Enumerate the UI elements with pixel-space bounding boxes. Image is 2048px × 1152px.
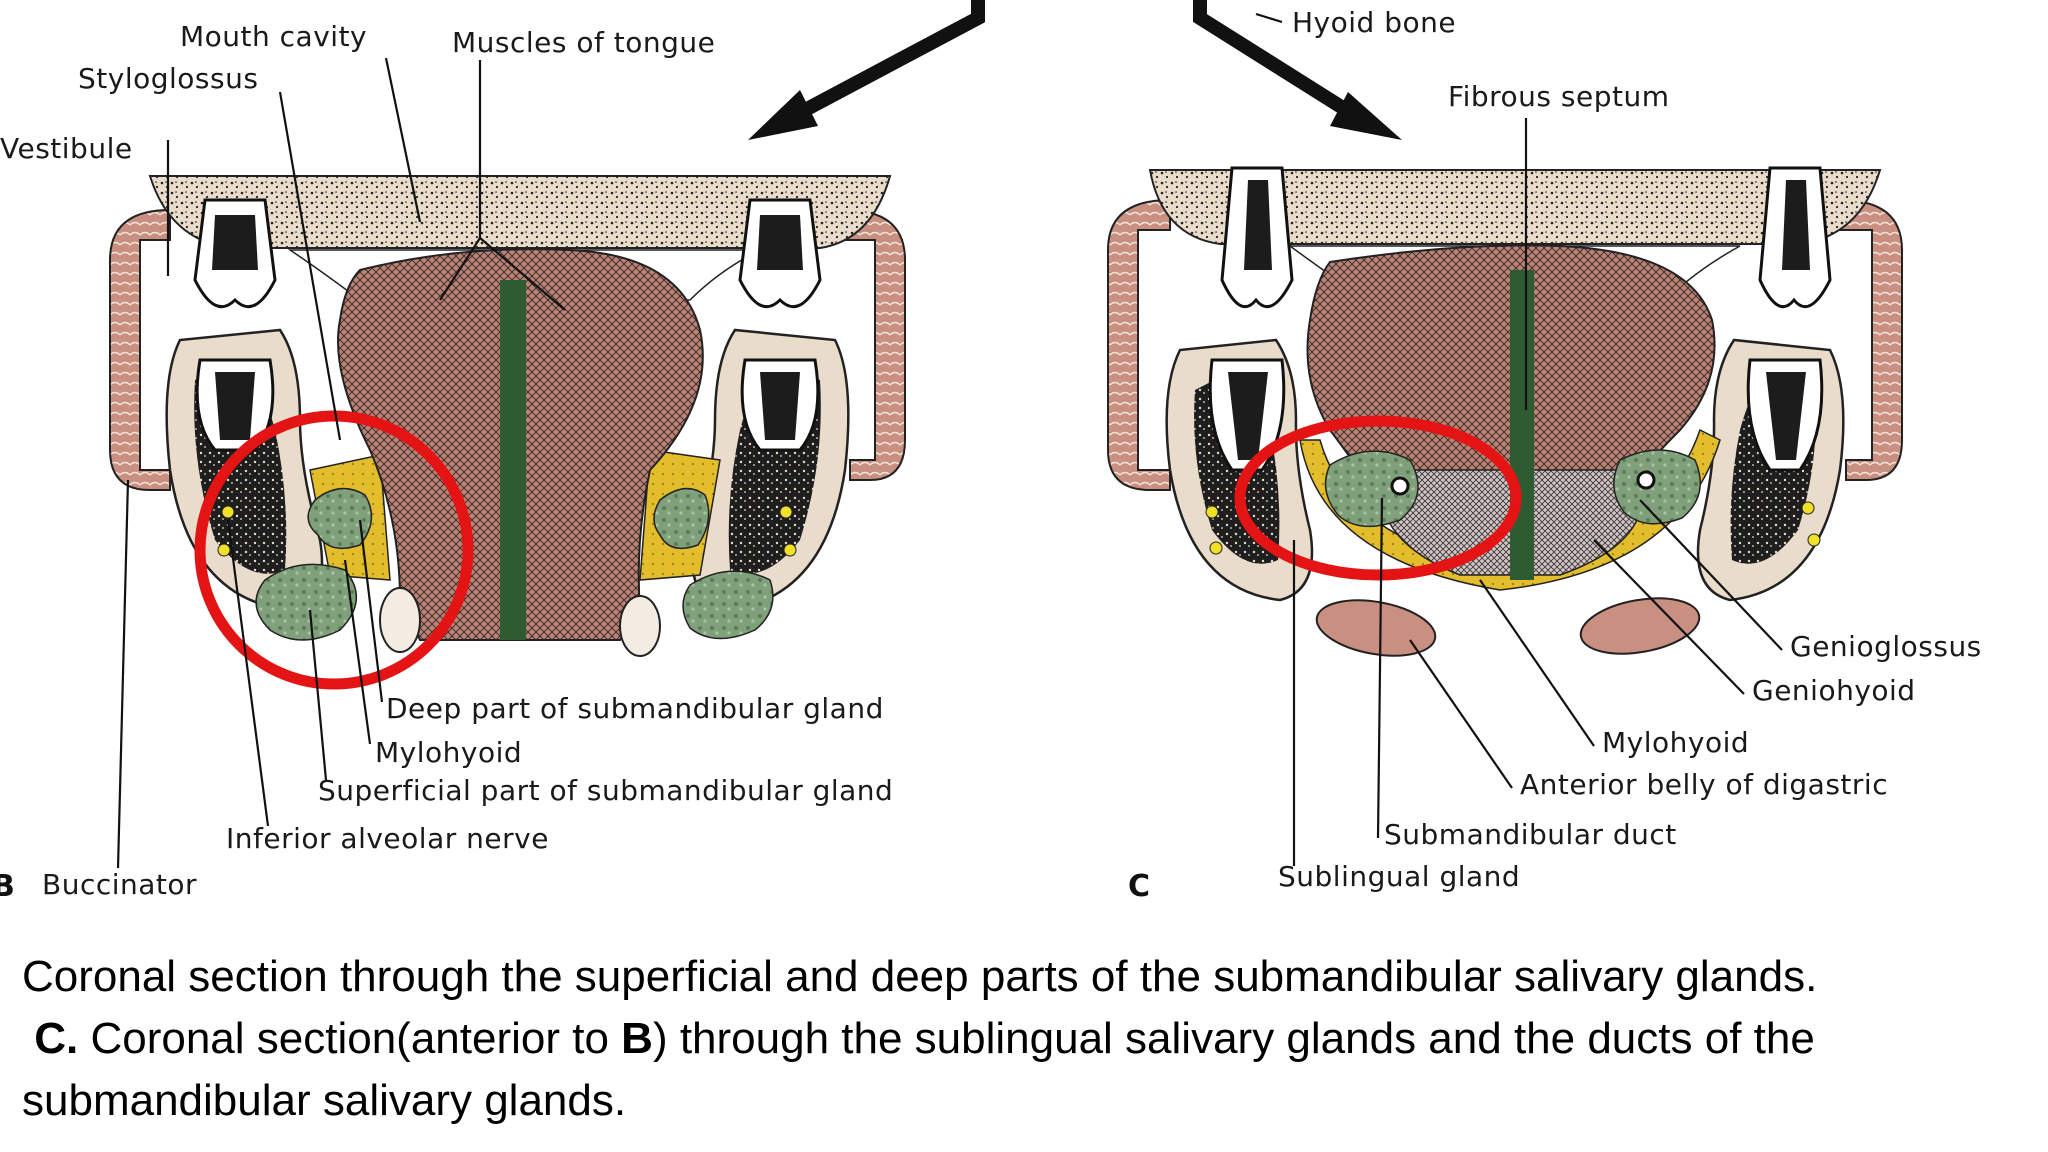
cheek-left xyxy=(109,208,171,491)
teeth-b xyxy=(193,198,822,452)
label-muscles-of-tongue: Muscles of tongue xyxy=(452,26,715,59)
label-vestibule: Vestibule xyxy=(0,132,133,165)
digastric-right xyxy=(1579,597,1701,655)
label-mylohyoid-b: Mylohyoid xyxy=(375,736,522,769)
label-hyoid-bone: Hyoid bone xyxy=(1292,6,1456,39)
cheek-right-c xyxy=(1839,198,1903,481)
caption-line-1: Coronal section through the superficial … xyxy=(22,952,1818,1001)
panel-b-illustration xyxy=(109,0,985,690)
anatomy-diagram: Mouth cavity Muscles of tongue Styloglos… xyxy=(0,0,1982,904)
label-geniohyoid: Geniohyoid xyxy=(1752,674,1916,707)
caption-line-2: C. Coronal section(anterior to B) throug… xyxy=(22,1008,2022,1070)
label-inferior-alveolar-nerve: Inferior alveolar nerve xyxy=(226,822,549,855)
label-mylohyoid-c: Mylohyoid xyxy=(1602,726,1749,759)
teeth-c xyxy=(1208,166,1832,472)
label-deep-part: Deep part of submandibular gland xyxy=(386,692,884,725)
label-superficial-part: Superficial part of submandibular gland xyxy=(318,774,893,807)
label-mouth-cavity: Mouth cavity xyxy=(180,20,367,53)
superficial-gland-right xyxy=(682,570,774,640)
label-anterior-belly: Anterior belly of digastric xyxy=(1520,768,1888,801)
label-sublingual-gland: Sublingual gland xyxy=(1278,860,1520,893)
label-fibrous-septum: Fibrous septum xyxy=(1448,80,1669,113)
panel-c-arrow xyxy=(1193,0,1402,140)
superficial-gland-left xyxy=(255,563,358,641)
figure-caption: Coronal section through the superficial … xyxy=(22,946,2022,1132)
label-genioglossus: Genioglossus xyxy=(1790,630,1982,663)
panel-letter-b: B xyxy=(0,869,15,904)
panel-b-arrow xyxy=(748,0,985,140)
panel-letter-c: C xyxy=(1128,869,1150,904)
label-submandibular-duct: Submandibular duct xyxy=(1384,818,1677,851)
sublingual-gland-right xyxy=(1613,449,1701,525)
caption-line-2-b: ) through the sublingual salivary glands… xyxy=(652,1014,1815,1063)
submandibular-duct-left xyxy=(1390,476,1410,496)
deep-gland-right xyxy=(653,487,710,550)
highlight-ellipse-c xyxy=(1234,415,1522,581)
digastric-left xyxy=(1315,599,1437,657)
hyoid-remnant-left xyxy=(379,587,421,653)
submandibular-duct-right xyxy=(1636,470,1656,490)
sublingual-gland-left xyxy=(1324,450,1419,528)
label-buccinator: Buccinator xyxy=(42,868,197,901)
cheek-left-c xyxy=(1107,198,1171,491)
caption-line-2-a: Coronal section(anterior to xyxy=(78,1014,622,1063)
hyoid-remnant-right xyxy=(619,595,661,657)
label-styloglossus: Styloglossus xyxy=(78,62,258,95)
panel-c-illustration xyxy=(1107,0,1903,657)
fibrous-septum-c xyxy=(1510,270,1534,580)
cheek-right xyxy=(844,208,906,481)
caption-line-3: submandibular salivary glands. xyxy=(22,1076,627,1125)
deep-gland-left xyxy=(307,487,373,550)
caption-c-letter: C. xyxy=(34,1014,79,1063)
panel-c-labels: Hyoid bone Fibrous septum Genioglossus G… xyxy=(1128,6,1982,904)
fibrous-septum-b xyxy=(500,280,526,640)
caption-b-letter: B xyxy=(621,1014,653,1063)
panel-b-labels: Mouth cavity Muscles of tongue Styloglos… xyxy=(0,20,893,904)
highlight-circle-b xyxy=(194,410,474,690)
